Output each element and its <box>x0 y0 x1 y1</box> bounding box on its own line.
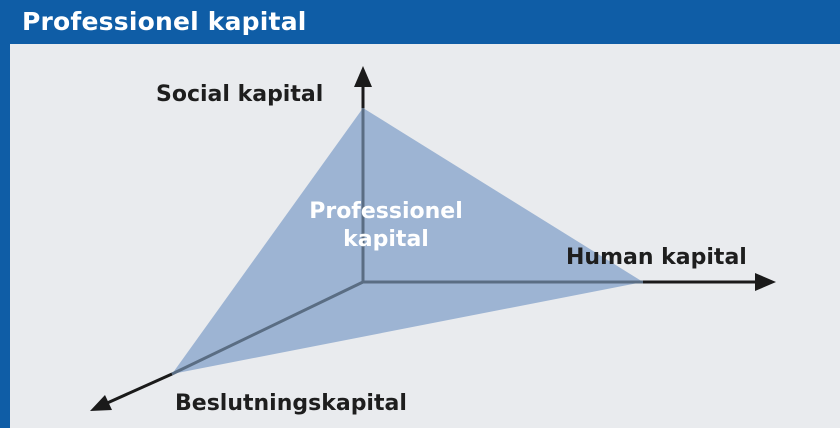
professional-capital-label-line1: Professionel <box>309 199 463 224</box>
human-axis-arrowhead <box>755 273 776 291</box>
professional-capital-triangle <box>172 108 643 374</box>
decision-capital-label: Beslutningskapital <box>175 391 407 416</box>
social-capital-label: Social kapital <box>156 82 323 107</box>
human-capital-label: Human kapital <box>566 245 747 270</box>
page-title: Professionel kapital <box>22 7 307 36</box>
decision-axis-inner <box>171 280 364 376</box>
header-bar: Professionel kapital <box>0 0 840 44</box>
decision-axis-arrowhead <box>90 395 112 411</box>
social-axis-arrowhead <box>354 66 372 87</box>
professional-capital-label-line2: kapital <box>343 227 429 252</box>
decision-axis-outer <box>104 372 173 406</box>
